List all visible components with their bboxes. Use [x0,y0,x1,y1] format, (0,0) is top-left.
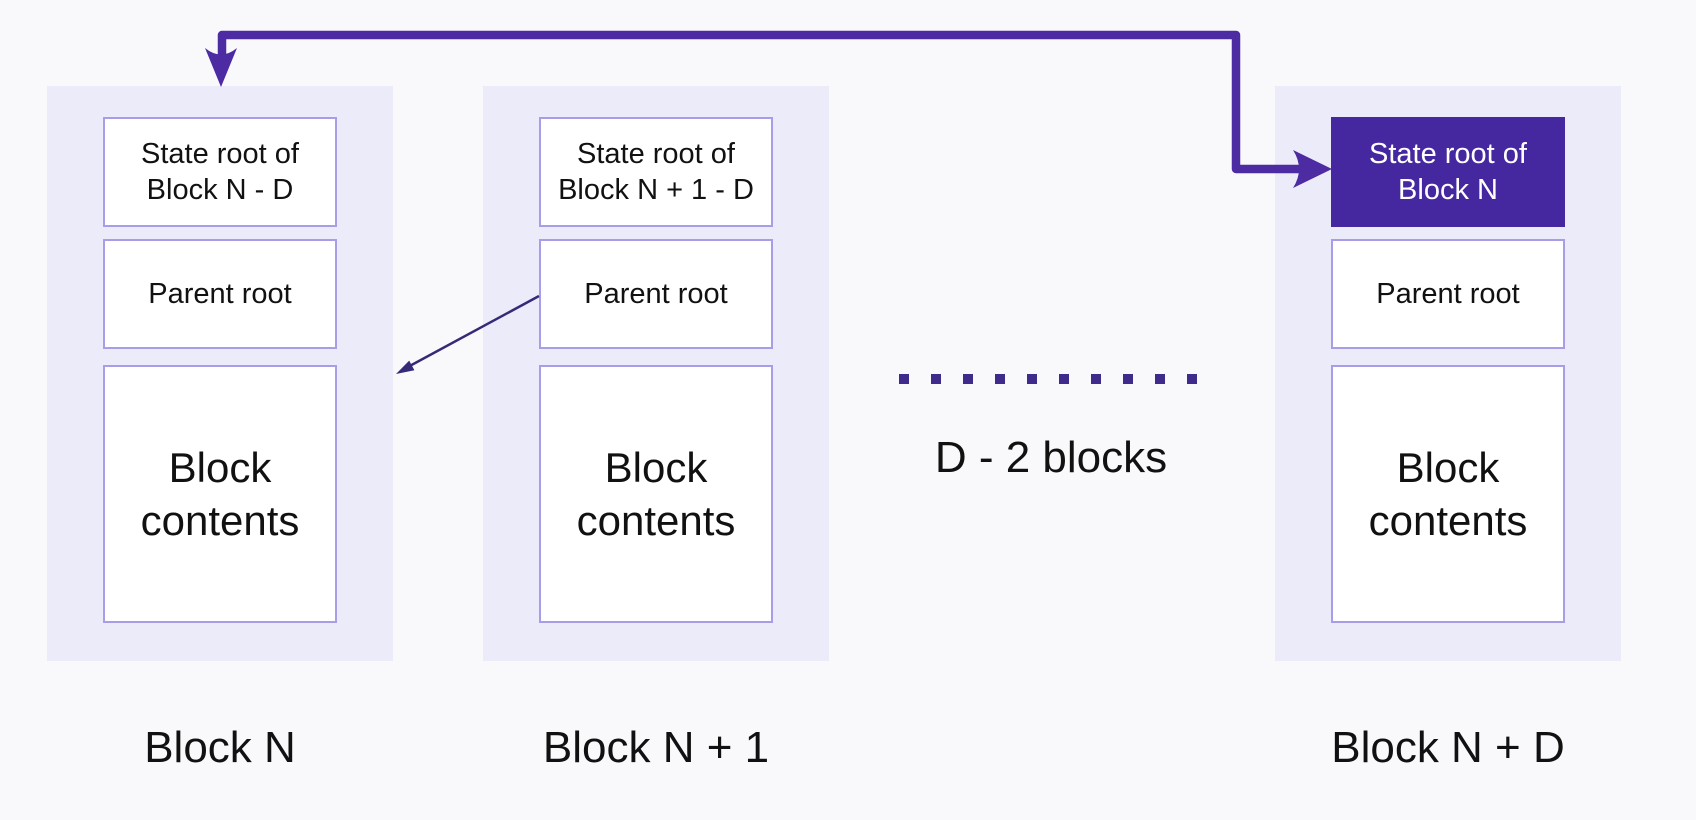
block-container-n-plus-1: State root of Block N + 1 - D Parent roo… [483,86,829,661]
state-root-box: State root of Block N + 1 - D [539,117,773,227]
ellipsis-dots [899,374,1197,384]
parent-root-box: Parent root [539,239,773,349]
state-root-box-highlighted: State root of Block N [1331,117,1565,227]
gap-label: D - 2 blocks [934,433,1168,482]
block-caption-n: Block N [144,723,296,772]
dot [1187,374,1197,384]
block-contents-box: Block contents [1331,365,1565,623]
dot [1155,374,1165,384]
dot [931,374,941,384]
block-caption-n-plus-d: Block N + D [1331,723,1565,772]
dot [963,374,973,384]
block-contents-label: Block contents [576,444,736,544]
down-arrowhead-icon [205,48,237,87]
block-contents-label: Block contents [1368,444,1528,544]
block-contents-box: Block contents [103,365,337,623]
parent-root-box: Parent root [1331,239,1565,349]
dot [899,374,909,384]
block-container-n-plus-d: State root of Block N Parent root Block … [1275,86,1621,661]
dot [995,374,1005,384]
block-container-n: State root of Block N - D Parent root Bl… [47,86,393,661]
dot [1123,374,1133,384]
block-caption-n-plus-1: Block N + 1 [542,723,770,772]
parent-root-label: Parent root [148,278,292,310]
parent-root-label: Parent root [584,278,728,310]
block-contents-label: Block contents [140,444,300,544]
diagonal-arrowhead-icon [396,360,415,374]
block-contents-box: Block contents [539,365,773,623]
parent-root-box: Parent root [103,239,337,349]
dot [1059,374,1069,384]
dot [1091,374,1101,384]
state-root-line2: Block N [1398,174,1498,206]
state-root-line1: State root of [577,138,735,170]
parent-root-label: Parent root [1376,278,1520,310]
state-root-box: State root of Block N - D [103,117,337,227]
state-root-line2: Block N + 1 - D [558,174,754,206]
state-root-line2: Block N - D [146,174,294,206]
state-root-line1: State root of [1369,138,1527,170]
dot [1027,374,1037,384]
state-root-line1: State root of [141,138,299,170]
